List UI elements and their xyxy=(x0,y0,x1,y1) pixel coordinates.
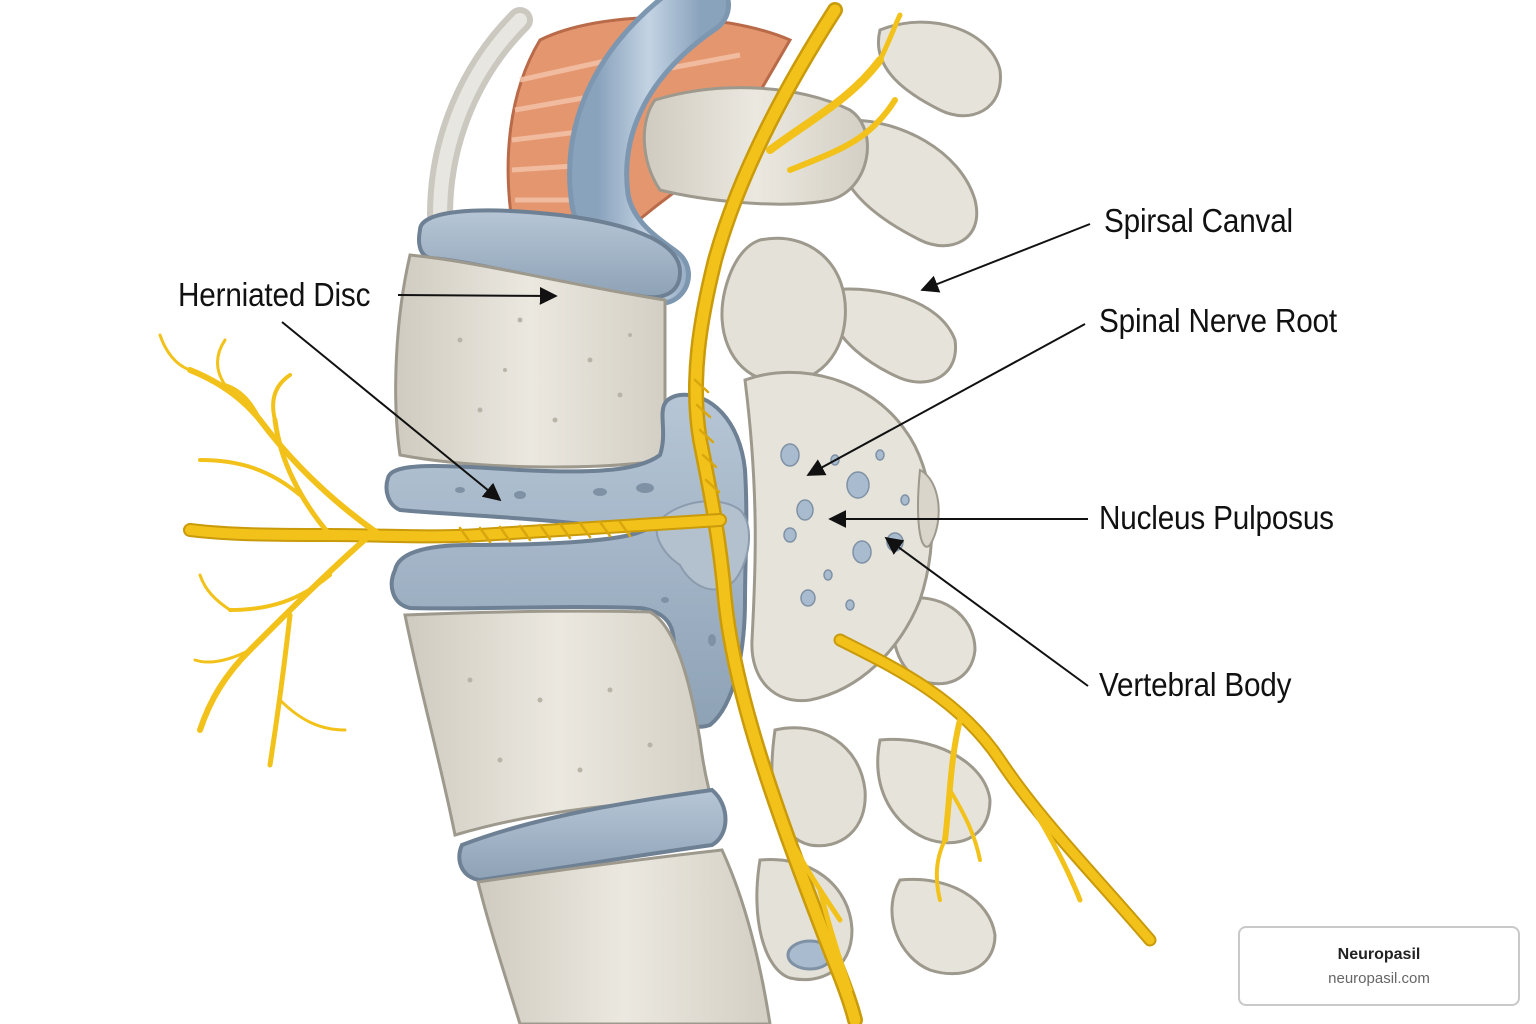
watermark-name: Neuropasil xyxy=(1337,946,1421,963)
pointer-vertebral-body xyxy=(884,536,1089,687)
upper-vertebral-body xyxy=(394,253,667,469)
watermark-badge: Neuropasil neuropasil.com xyxy=(1238,926,1520,1006)
watermark-url: neuropasil.com xyxy=(1328,970,1430,987)
posterior-vertebral-mass xyxy=(743,370,940,703)
label-vertebral-body: Vertebral Body xyxy=(1099,666,1292,703)
label-nucleus-pulposus: Nucleus Pulposus xyxy=(1099,499,1334,536)
label-pointers xyxy=(281,223,1091,687)
label-spinal-canal: Spirsal Canval xyxy=(1104,202,1293,239)
label-spinal-nerve-root: Spinal Nerve Root xyxy=(1099,302,1337,339)
upper-ligament xyxy=(427,7,533,228)
pointer-spinal-nerve-root xyxy=(806,323,1086,476)
lower-disc xyxy=(457,787,728,883)
spinous-processes xyxy=(828,20,1002,976)
lowest-vertebral-body xyxy=(476,848,772,1024)
label-herniated-disc: Herniated Disc xyxy=(178,276,371,313)
pointer-herniated-disc-upper xyxy=(397,286,558,305)
pointer-herniated-disc-lower xyxy=(281,321,502,502)
nerves xyxy=(158,2,1157,1024)
pointer-spinal-canal xyxy=(920,223,1091,293)
